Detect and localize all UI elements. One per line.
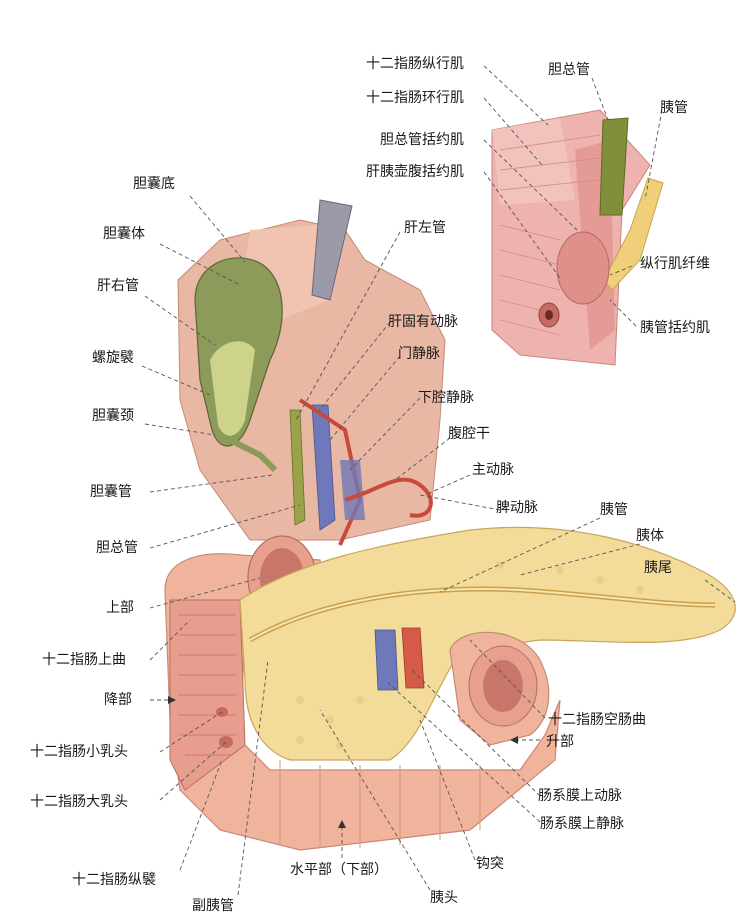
portal-vein-shape bbox=[311, 404, 336, 531]
inset-bile-duct-shape bbox=[599, 117, 629, 216]
label-spiral-fold: 螺旋襞 bbox=[92, 350, 134, 366]
label-major-papilla: 十二指肠大乳头 bbox=[30, 794, 128, 810]
label-gallbladder-neck: 胆囊颈 bbox=[92, 408, 134, 424]
label-pancreas-body: 胰体 bbox=[636, 528, 664, 544]
main-illustration bbox=[164, 199, 736, 851]
label-inset-longitudinal-muscle: 十二指肠纵行肌 bbox=[366, 56, 464, 72]
sup-mesenteric-artery-shape bbox=[401, 627, 425, 689]
label-inset-pancreatic-duct: 胰管 bbox=[660, 100, 688, 116]
label-splenic-artery: 脾动脉 bbox=[496, 500, 538, 516]
label-pancreas-tail: 胰尾 bbox=[644, 560, 672, 576]
label-accessory-duct: 副胰管 bbox=[192, 898, 234, 914]
label-ascending-part: 升部 bbox=[546, 734, 574, 750]
label-inset-longitudinal-fibers: 纵行肌纤维 bbox=[640, 256, 710, 272]
label-inset-circular-muscle: 十二指肠环行肌 bbox=[366, 90, 464, 106]
label-gallbladder-fundus: 胆囊底 bbox=[133, 176, 175, 192]
sup-mesenteric-vein-shape bbox=[374, 629, 399, 691]
duodenum-shape bbox=[164, 553, 561, 851]
label-horizontal-part: 水平部（下部） bbox=[290, 862, 388, 878]
label-superior-flexure: 十二指肠上曲 bbox=[42, 652, 126, 668]
label-sup-mesenteric-vein: 肠系膜上静脉 bbox=[540, 816, 624, 832]
label-portal-vein: 门静脉 bbox=[398, 346, 440, 362]
label-longitudinal-fold: 十二指肠纵襞 bbox=[72, 872, 156, 888]
label-celiac-trunk: 腹腔干 bbox=[448, 426, 490, 442]
leader-lines bbox=[141, 65, 736, 896]
label-ivc: 下腔静脉 bbox=[418, 390, 474, 406]
inset-pancreatic-duct-shape bbox=[603, 177, 664, 291]
label-superior-part: 上部 bbox=[106, 600, 134, 616]
label-right-hepatic-duct: 肝右管 bbox=[97, 278, 139, 294]
label-sup-mesenteric-artery: 肠系膜上动脉 bbox=[538, 788, 622, 804]
label-pancreatic-duct: 胰管 bbox=[600, 502, 628, 518]
label-dj-flexure: 十二指肠空肠曲 bbox=[548, 712, 646, 728]
label-left-hepatic-duct: 肝左管 bbox=[404, 220, 446, 236]
label-aorta: 主动脉 bbox=[472, 462, 514, 478]
label-inset-pancreatic-sphincter: 胰管括约肌 bbox=[640, 320, 710, 336]
label-common-bile-duct: 胆总管 bbox=[96, 540, 138, 556]
label-inset-ampulla-sphincter: 肝胰壶腹括约肌 bbox=[366, 164, 464, 180]
label-inset-bile-duct-sphincter: 胆总管括约肌 bbox=[380, 132, 464, 148]
splenic-artery-shape bbox=[344, 477, 433, 518]
label-gallbladder-body: 胆囊体 bbox=[103, 226, 145, 242]
label-inset-common-bile-duct: 胆总管 bbox=[548, 62, 590, 78]
label-pancreas-head: 胰头 bbox=[430, 890, 458, 906]
label-uncinate: 钩突 bbox=[476, 856, 504, 872]
inset-sphincter-detail bbox=[491, 109, 664, 366]
bile-duct-shape bbox=[289, 409, 306, 526]
label-minor-papilla: 十二指肠小乳头 bbox=[30, 744, 128, 760]
label-proper-hepatic-artery: 肝固有动脉 bbox=[388, 314, 458, 330]
label-descending-part: 降部 bbox=[104, 692, 132, 708]
arrowheads bbox=[168, 696, 518, 828]
label-cystic-duct: 胆囊管 bbox=[90, 484, 132, 500]
